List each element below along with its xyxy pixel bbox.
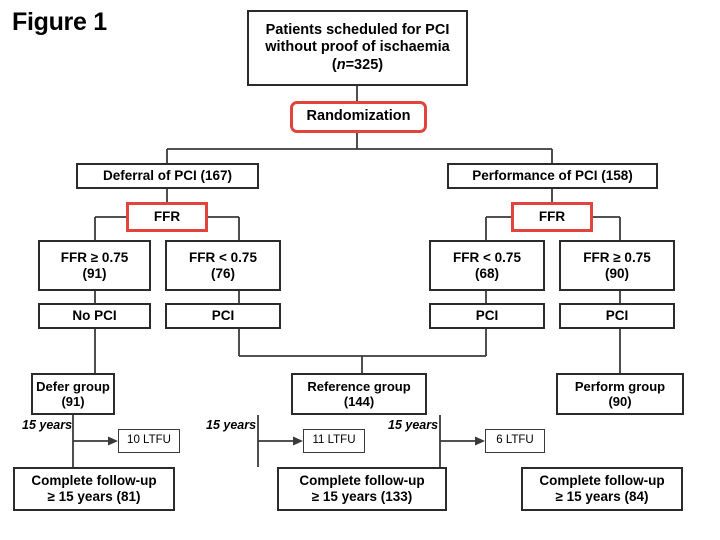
node-defer-ffr-high: FFR ≥ 0.75 (91) — [38, 240, 151, 291]
enrollment-line-1: Patients scheduled for PCI — [265, 22, 450, 39]
ffr-left-label: FFR — [153, 209, 181, 225]
edge-label-perform-duration: 15 years — [388, 418, 439, 432]
ltfu-reference-label: 11 LTFU — [312, 434, 356, 447]
enrollment-n-symbol: n — [336, 56, 346, 73]
node-ltfu-reference: 11 LTFU — [303, 429, 365, 453]
node-perform-ffr-low: FFR < 0.75 (68) — [429, 240, 545, 291]
defer-ffr-low-line-2: (76) — [210, 265, 235, 281]
perform-ffr-high-line-1: FFR ≥ 0.75 — [583, 249, 651, 265]
node-ltfu-perform: 6 LTFU — [485, 429, 545, 453]
perform-ffr-low-line-2: (68) — [474, 265, 499, 281]
group-reference-line-1: Reference group — [307, 378, 411, 394]
defer-ffr-high-line-1: FFR ≥ 0.75 — [60, 249, 129, 265]
node-group-defer: Defer group (91) — [31, 373, 115, 415]
node-followup-perform: Complete follow-up ≥ 15 years (84) — [521, 467, 683, 511]
arm-performance-label: Performance of PCI (158) — [472, 168, 633, 184]
followup-defer-line-2: ≥ 15 years (81) — [47, 489, 141, 504]
defer-ffr-high-line-2: (91) — [82, 265, 107, 281]
arrowhead-perform-ltfu — [475, 436, 485, 446]
node-treat-pci-perform-low: PCI — [429, 303, 545, 329]
group-perform-line-1: Perform group — [574, 378, 666, 394]
enrollment-count: =325) — [345, 56, 384, 73]
node-treat-pci-perform-high: PCI — [559, 303, 675, 329]
node-group-perform: Perform group (90) — [556, 373, 684, 415]
node-enrollment: Patients scheduled for PCI without proof… — [247, 10, 468, 86]
ltfu-perform-label: 6 LTFU — [496, 434, 534, 447]
ffr-right-label: FFR — [538, 209, 566, 225]
node-randomization: Randomization — [290, 101, 427, 133]
node-followup-reference: Complete follow-up ≥ 15 years (133) — [277, 467, 447, 511]
treat-pci-defer-low-label: PCI — [211, 308, 235, 324]
node-treat-no-pci: No PCI — [38, 303, 151, 329]
group-defer-line-2: (91) — [61, 394, 85, 409]
followup-reference-line-2: ≥ 15 years (133) — [311, 489, 413, 504]
group-defer-line-1: Defer group — [36, 378, 110, 394]
defer-ffr-low-line-1: FFR < 0.75 — [189, 249, 257, 265]
arm-deferral-label: Deferral of PCI (167) — [102, 168, 233, 184]
node-treat-pci-defer-low: PCI — [165, 303, 281, 329]
followup-reference-line-1: Complete follow-up — [299, 473, 425, 489]
enrollment-paren-open: ( — [331, 56, 337, 73]
treat-pci-perform-low-label: PCI — [475, 308, 499, 324]
enrollment-line-2: without proof of ischaemia — [265, 39, 450, 56]
node-ffr-left: FFR — [126, 202, 208, 232]
edge-label-reference-duration: 15 years — [206, 418, 257, 432]
edge-label-defer-duration: 15 years — [22, 418, 73, 432]
treat-no-pci-label: No PCI — [72, 308, 117, 324]
perform-ffr-low-line-1: FFR < 0.75 — [453, 249, 521, 265]
node-group-reference: Reference group (144) — [291, 373, 427, 415]
enrollment-line-3: (n=325) — [332, 57, 383, 74]
perform-ffr-high-line-2: (90) — [604, 265, 629, 281]
node-arm-deferral: Deferral of PCI (167) — [76, 163, 259, 189]
group-reference-line-2: (144) — [343, 394, 375, 409]
node-followup-defer: Complete follow-up ≥ 15 years (81) — [13, 467, 175, 511]
figure-title: Figure 1 — [12, 8, 107, 36]
followup-defer-line-1: Complete follow-up — [31, 473, 157, 489]
node-ffr-right: FFR — [511, 202, 593, 232]
ltfu-defer-label: 10 LTFU — [127, 434, 171, 447]
node-defer-ffr-low: FFR < 0.75 (76) — [165, 240, 281, 291]
followup-perform-line-1: Complete follow-up — [539, 473, 665, 489]
node-perform-ffr-high: FFR ≥ 0.75 (90) — [559, 240, 675, 291]
group-perform-line-2: (90) — [608, 394, 632, 409]
arrowhead-reference-ltfu — [293, 436, 303, 446]
followup-perform-line-2: ≥ 15 years (84) — [555, 489, 649, 504]
treat-pci-perform-high-label: PCI — [605, 308, 629, 324]
arrowhead-defer-ltfu — [108, 436, 118, 446]
node-arm-performance: Performance of PCI (158) — [447, 163, 658, 189]
node-ltfu-defer: 10 LTFU — [118, 429, 180, 453]
randomization-label: Randomization — [306, 108, 411, 125]
